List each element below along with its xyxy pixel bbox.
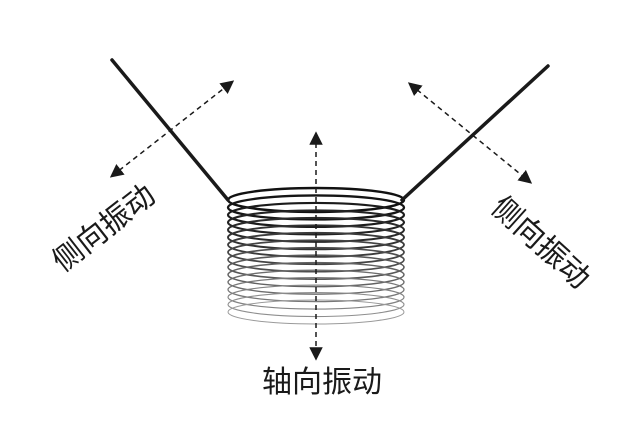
coil-turn [227,261,405,288]
right-lateral-label: 侧向振动 [484,190,597,296]
right-lateral-arrow [407,82,533,184]
coil-turn [227,254,405,280]
right-lead-wire [400,64,550,202]
axial-label: 轴向振动 [262,365,382,400]
coil-turn [226,216,406,243]
coil-turn [227,299,405,325]
left-lateral-label: 侧向振动 [46,178,162,279]
left-lateral-arrow [109,80,235,178]
